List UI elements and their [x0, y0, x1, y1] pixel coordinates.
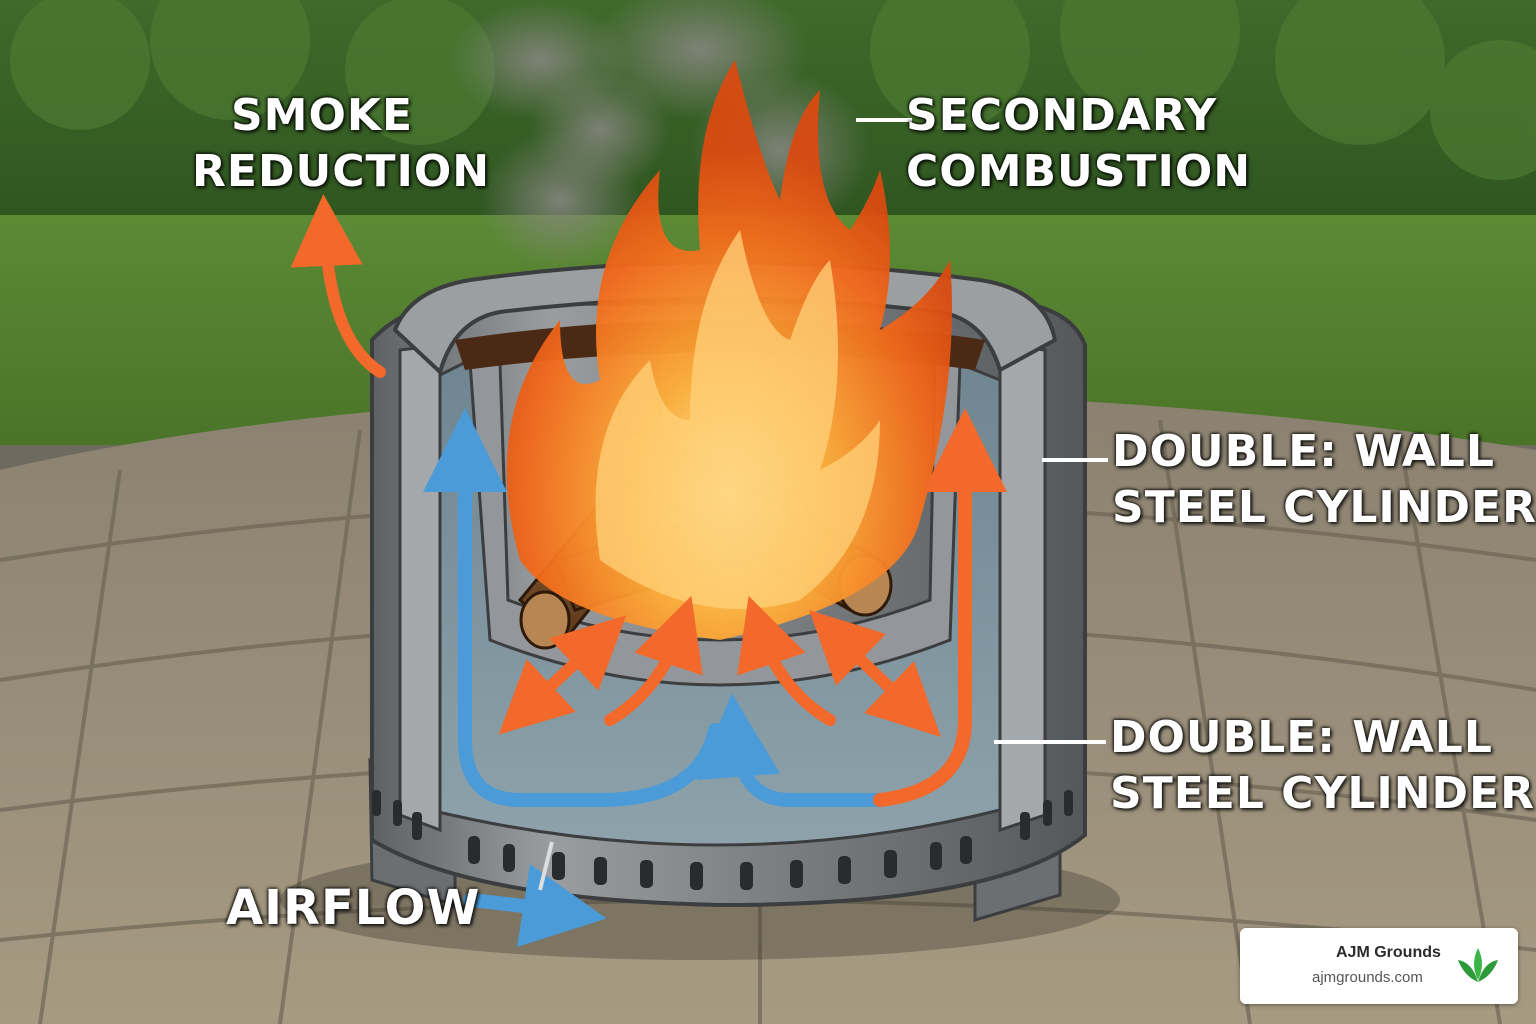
airflow-arrow-center — [696, 693, 887, 807]
combustion-arrow-2 — [604, 595, 703, 726]
inner-wall-left — [398, 343, 442, 833]
callout-lines — [856, 118, 1108, 744]
label-smoke-reduction-line2: REDUCTION — [192, 146, 491, 197]
label-double-wall-lower: DOUBLE: WALL STEEL CYLINDER — [1110, 710, 1536, 822]
label-double-wall-lower-line2: STEEL CYLINDER — [1110, 768, 1536, 819]
inner-wall-right — [998, 343, 1047, 833]
airflow-leader — [538, 841, 554, 891]
airflow-intake-arrow — [463, 864, 607, 948]
fire-flames — [506, 60, 952, 640]
label-double-wall-upper: DOUBLE: WALL STEEL CYLINDER — [1112, 424, 1536, 536]
leaf-icon — [1458, 948, 1498, 982]
combustion-arrow-4 — [809, 610, 941, 737]
top-rim — [392, 260, 1058, 376]
label-double-wall-upper-line2: STEEL CYLINDER — [1112, 482, 1536, 533]
smoke-reduction-arrow — [290, 194, 386, 378]
combustion-arrow-1 — [498, 615, 627, 735]
hot-air-arrow-right — [873, 408, 1007, 807]
brand-card[interactable]: AJM Grounds ajmgrounds.com — [1240, 928, 1518, 1004]
label-double-wall-lower-line1: DOUBLE: WALL — [1110, 712, 1493, 763]
brand-name: AJM Grounds — [1336, 944, 1441, 961]
label-smoke-reduction-line1: SMOKE — [230, 90, 414, 141]
label-secondary-combustion-line2: COMBUSTION — [906, 146, 1252, 197]
label-airflow: AIRFLOW — [226, 880, 481, 936]
label-secondary-combustion-line1: SECONDARY — [906, 90, 1218, 141]
label-smoke-reduction: SMOKE REDUCTION — [192, 88, 491, 200]
brand-url: ajmgrounds.com — [1312, 969, 1423, 986]
hedge-foliage — [10, 0, 1536, 180]
label-double-wall-upper-line1: DOUBLE: WALL — [1112, 426, 1495, 477]
label-secondary-combustion: SECONDARY COMBUSTION — [906, 88, 1252, 200]
